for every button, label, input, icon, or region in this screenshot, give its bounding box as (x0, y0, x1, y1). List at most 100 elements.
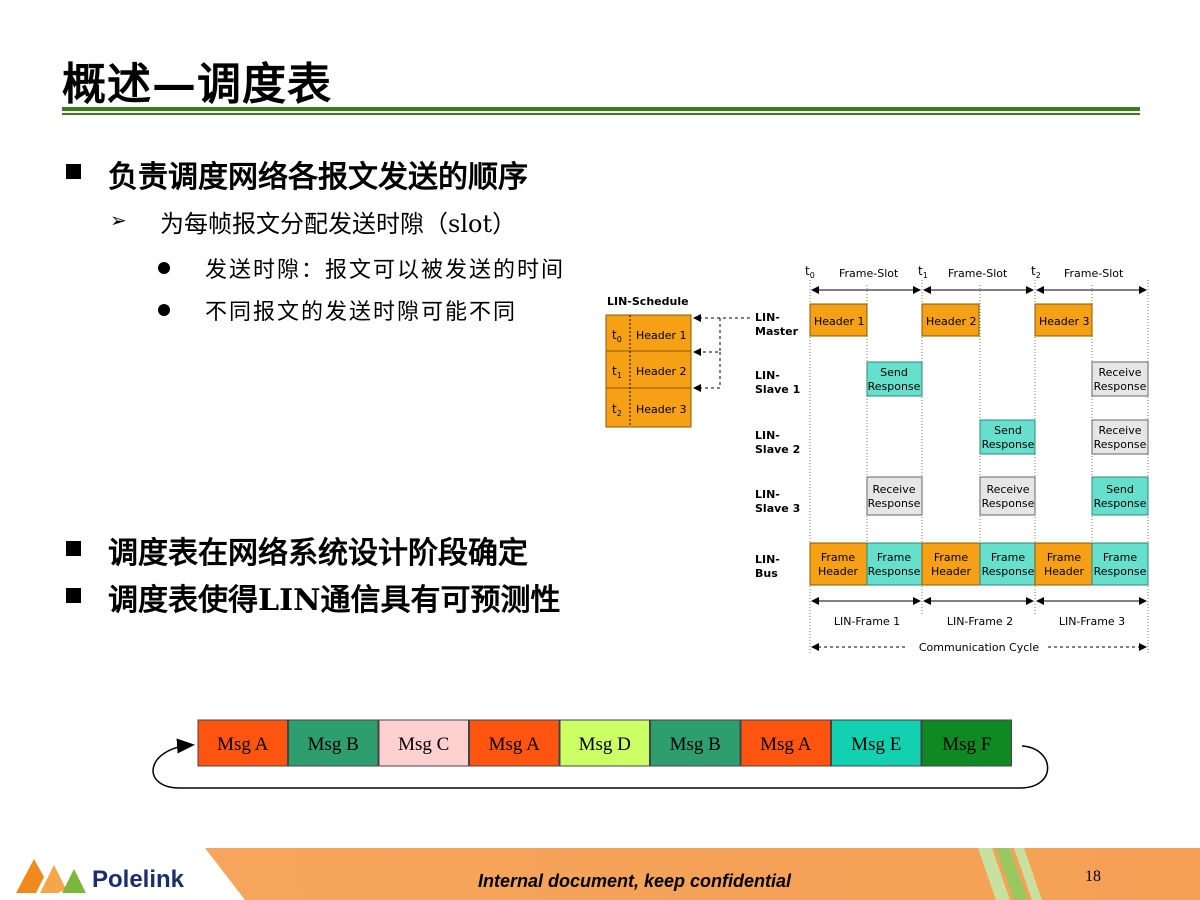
dot-bullet-icon (158, 262, 170, 274)
slave3-row: Receive Response Receive Response Send R… (866, 476, 1149, 516)
node-label: Bus (755, 567, 778, 580)
msg-box (197, 719, 288, 767)
box-text: Header (1044, 565, 1085, 578)
node-label: LIN- (755, 553, 780, 566)
schedule-header: Header 3 (636, 403, 687, 416)
box-text: Header (931, 565, 972, 578)
master-header-box (921, 303, 980, 337)
msg-label: Msg F (942, 734, 991, 755)
master-header-text: Header 2 (926, 315, 977, 328)
sub-sub-bullet-text: 发送时隙：报文可以被发送的时间 (205, 258, 566, 283)
bullet-square (66, 164, 81, 179)
master-header-text: Header 3 (1039, 315, 1090, 328)
frame-header-box (1034, 542, 1093, 586)
msg-box (559, 719, 650, 767)
node-label: LIN- (755, 429, 780, 442)
cycle-label: Communication Cycle (919, 641, 1039, 654)
msg-label: Msg B (308, 734, 359, 755)
schedule-row (605, 387, 692, 428)
t2-label: t2 (1031, 264, 1041, 280)
msg-label: Msg D (579, 734, 631, 755)
frame-label: LIN-Frame 1 (834, 615, 900, 628)
schedule-t: t2 (612, 402, 622, 418)
lin-timing-diagram: LIN-Schedule t0 Header 1 t1 Header 2 t2 … (605, 264, 1149, 655)
bullet-text: 负责调度网络各报文发送的顺序 (108, 160, 528, 195)
bullet-text: 调度表使得LIN通信具有可预测性 (108, 583, 561, 618)
box-text: Send (1106, 483, 1134, 496)
frame-header-box (809, 542, 868, 586)
box-text: Frame (1047, 551, 1082, 564)
schedule-header: Header 1 (636, 329, 687, 342)
node-label: LIN- (755, 311, 780, 324)
sub-bullet-text: 为每帧报文分配发送时隙（slot） (160, 210, 517, 238)
title-rule (62, 107, 1140, 111)
msg-label: Msg A (217, 734, 268, 755)
node-label: LIN- (755, 369, 780, 382)
receive-response-box (866, 476, 923, 516)
send-response-box (979, 419, 1036, 455)
node-label: Slave 3 (755, 502, 800, 515)
schedule-table: t0 Header 1 t1 Header 2 t2 Header 3 (605, 314, 692, 428)
send-response-box (1091, 476, 1149, 516)
box-text: Frame (934, 551, 969, 564)
master-row: Header 1 Header 2 Header 3 (809, 303, 1093, 337)
box-text: Receive (986, 483, 1029, 496)
box-text: Response (868, 565, 921, 578)
t1-label: t1 (918, 264, 928, 280)
frame-header-box (921, 542, 981, 586)
frame-labels: LIN-Frame 1 LIN-Frame 2 LIN-Frame 3 (834, 615, 1125, 628)
frame-response-box (866, 542, 923, 586)
msg-label: Msg B (670, 734, 721, 755)
node-label: Slave 2 (755, 443, 800, 456)
msg-box (650, 719, 741, 767)
node-label: LIN- (755, 488, 780, 501)
master-header-box (1034, 303, 1093, 337)
msg-box (469, 719, 560, 767)
schedule-t: t1 (612, 364, 622, 380)
frame-slot-label: Frame-Slot (839, 267, 899, 280)
box-text: Receive (1098, 366, 1141, 379)
sub-sub-bullet-text: 不同报文的发送时隙可能不同 (205, 300, 518, 325)
node-labels: LIN- Master LIN- Slave 1 LIN- Slave 2 LI… (755, 311, 800, 580)
arrow-bullet-icon: ➢ (110, 208, 127, 232)
box-text: Response (982, 497, 1035, 510)
box-text: Frame (991, 551, 1026, 564)
box-text: Response (1094, 497, 1147, 510)
dot-bullet-icon (158, 304, 170, 316)
title-rule-thin (62, 113, 1140, 115)
frame-label: LIN-Frame 3 (1059, 615, 1125, 628)
bus-row: Frame Header Frame Response Frame Header… (809, 542, 1149, 586)
brand-name: Polelink (92, 866, 185, 893)
send-response-box (866, 361, 923, 397)
schedule-arrows (693, 314, 750, 392)
receive-response-box (1091, 419, 1149, 455)
polelink-logo-icon (16, 859, 86, 893)
box-text: Frame (1103, 551, 1138, 564)
box-text: Response (982, 565, 1035, 578)
receive-response-box (979, 476, 1036, 516)
box-text: Response (868, 380, 921, 393)
master-header-text: Header 1 (814, 315, 865, 328)
schedule-row (605, 350, 692, 389)
msg-box (921, 719, 1012, 767)
box-text: Send (880, 366, 908, 379)
frame-slot-label: Frame-Slot (948, 267, 1008, 280)
msg-label: Msg E (851, 734, 901, 755)
msg-box (288, 719, 379, 767)
bullet-square (66, 541, 81, 556)
receive-response-box (1091, 361, 1149, 397)
schedule-t: t0 (612, 328, 622, 344)
box-text: Response (868, 497, 921, 510)
frame-response-box (979, 542, 1036, 586)
box-text: Frame (877, 551, 912, 564)
bullet-text: 调度表在网络系统设计阶段确定 (108, 536, 528, 571)
node-label: Slave 1 (755, 383, 800, 396)
msg-label: Msg A (760, 734, 811, 755)
box-text: Frame (821, 551, 856, 564)
frame-label: LIN-Frame 2 (947, 615, 1013, 628)
msg-box (378, 719, 469, 767)
loop-arrow (152, 738, 1049, 789)
schedule-header: Header 2 (636, 365, 687, 378)
